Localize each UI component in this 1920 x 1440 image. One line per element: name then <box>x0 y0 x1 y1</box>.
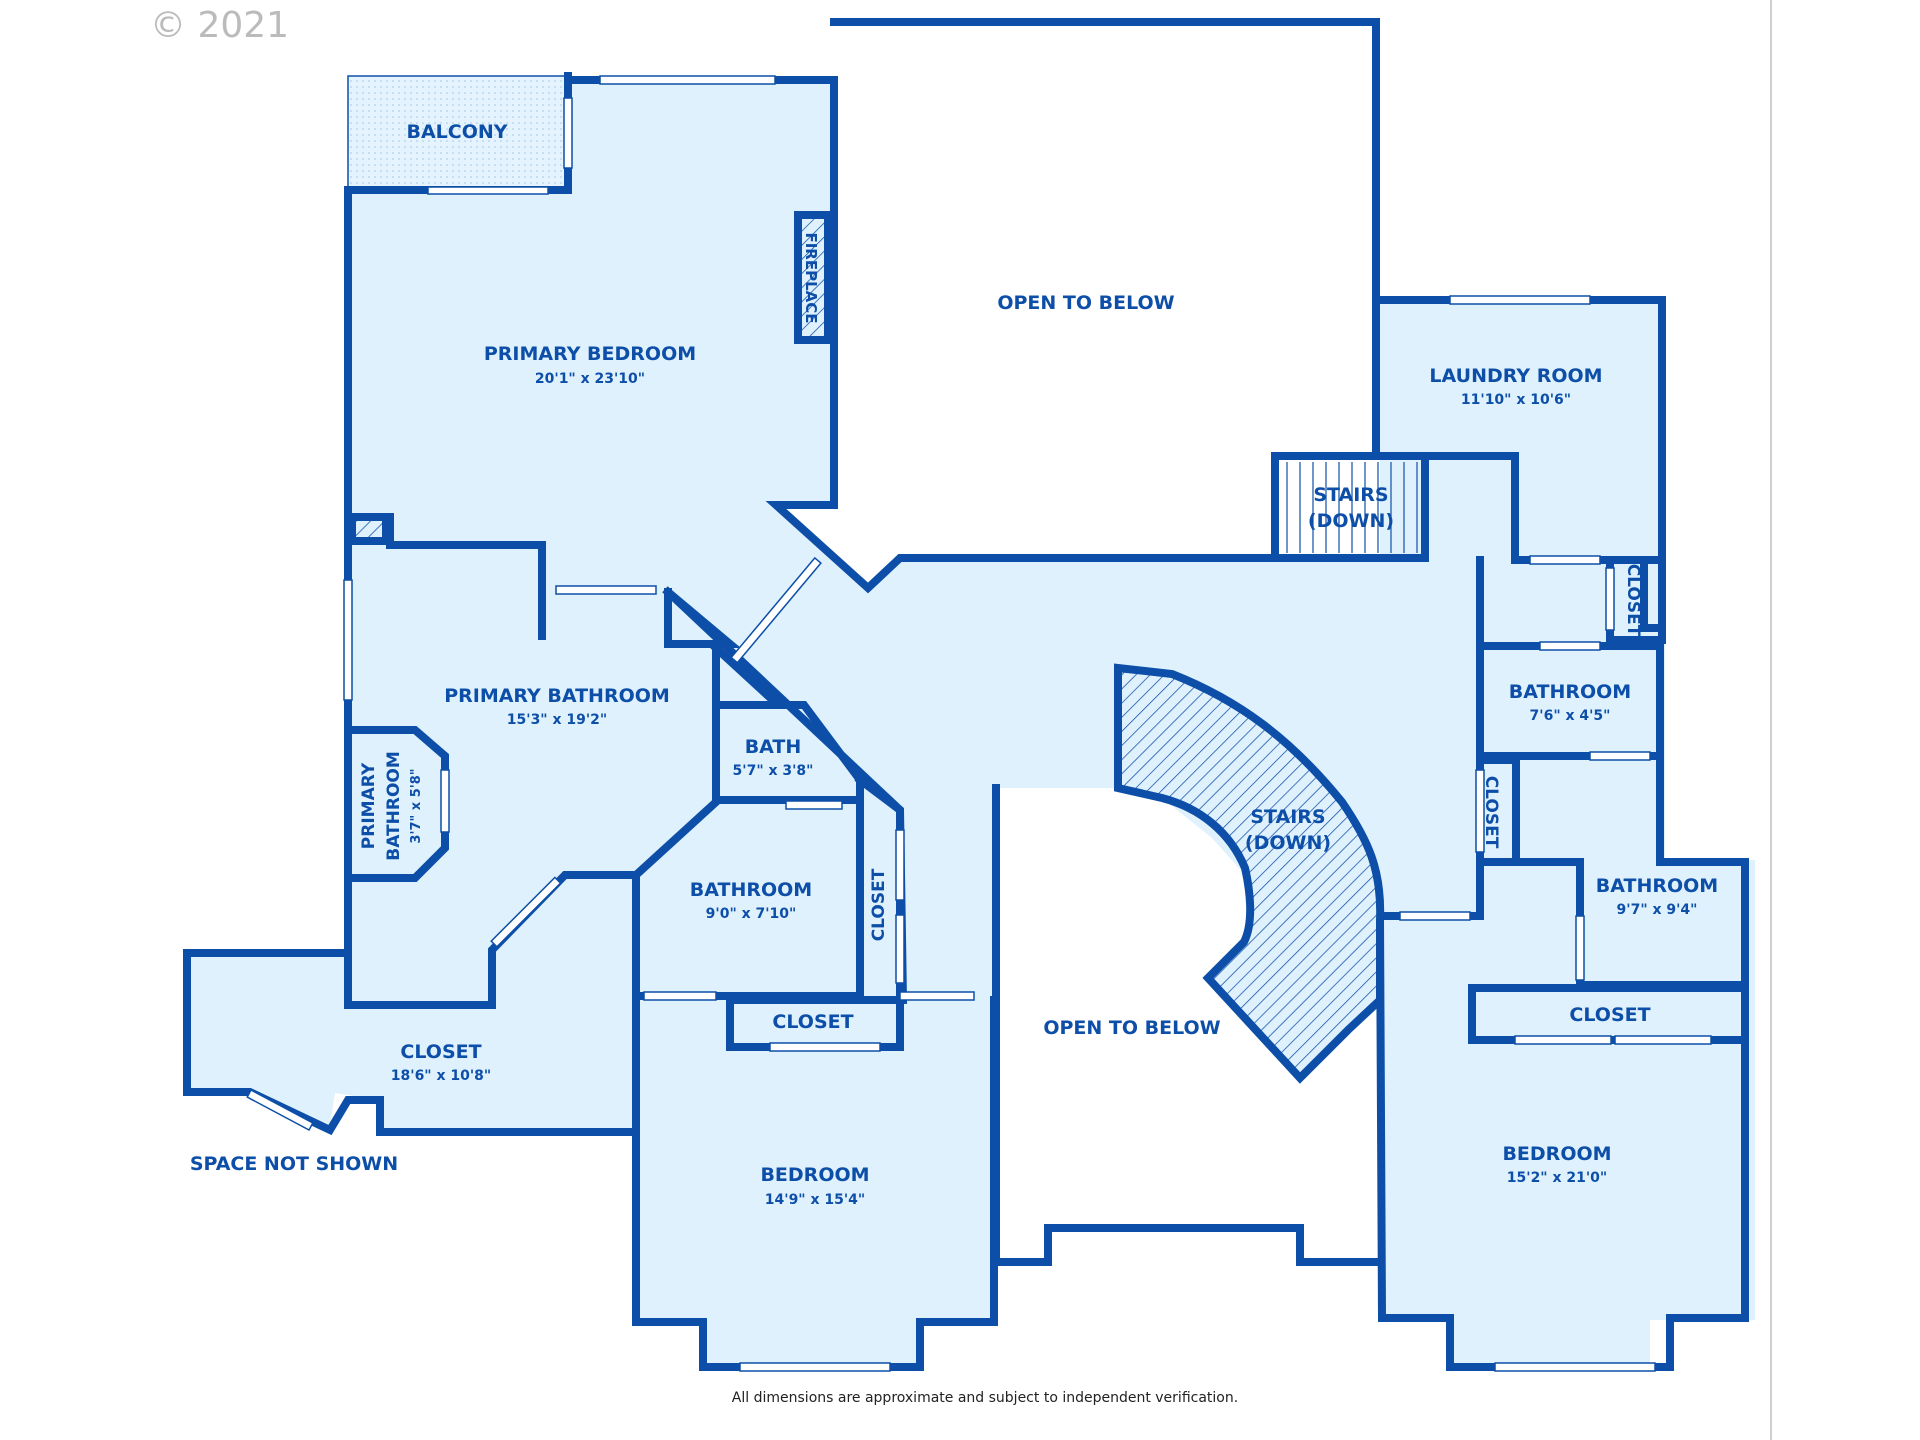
bathroom-right-top-dims: 7'6" x 4'5" <box>1530 708 1611 724</box>
bedroom-left-dims: 14'9" x 15'4" <box>765 1192 865 1208</box>
fireplace-label: FIREPLACE <box>802 232 820 323</box>
walls <box>183 18 1749 1371</box>
closet-vertical-label: CLOSET <box>869 868 889 941</box>
balcony-label: BALCONY <box>406 121 507 143</box>
bath-small-dims: 5'7" x 3'8" <box>733 763 814 779</box>
primary-bedroom-dims: 20'1" x 23'10" <box>535 371 645 387</box>
open-below-bottom-area <box>996 788 1382 1262</box>
bathroom-mid-label: BATHROOM <box>690 879 812 901</box>
bathroom-right-top-label: BATHROOM <box>1509 681 1631 703</box>
bedroom-right-label: BEDROOM <box>1502 1143 1611 1165</box>
laundry-room-label: LAUNDRY ROOM <box>1429 365 1602 387</box>
disclaimer: All dimensions are approximate and subje… <box>732 1390 1238 1406</box>
bedroom-left-label: BEDROOM <box>760 1164 869 1186</box>
closet-big-dims: 18'6" x 10'8" <box>391 1068 491 1084</box>
stairs-curved-label-2: (DOWN) <box>1245 832 1331 854</box>
space-not-shown-label: SPACE NOT SHOWN <box>190 1153 398 1175</box>
closet-big-label: CLOSET <box>400 1041 481 1063</box>
primary-bathroom-small-dims: 3'7" x 5'8" <box>409 768 424 843</box>
bath-small-label: BATH <box>745 736 802 758</box>
closet-right-mid-label: CLOSET <box>1481 776 1501 849</box>
primary-bedroom-label: PRIMARY BEDROOM <box>484 343 696 365</box>
open-below-top-area <box>776 22 1376 588</box>
copyright: © 2021 <box>150 5 289 46</box>
stairs-top-label-2: (DOWN) <box>1308 510 1394 532</box>
bathroom-right-mid-label: BATHROOM <box>1596 875 1718 897</box>
closet-small-label: CLOSET <box>772 1011 853 1033</box>
stairs-curved-label-1: STAIRS <box>1250 806 1325 828</box>
balcony-area <box>348 76 568 190</box>
laundry-room-dims: 11'10" x 10'6" <box>1461 392 1571 408</box>
open-below-bottom-label: OPEN TO BELOW <box>1043 1017 1220 1039</box>
stairs-top-label-1: STAIRS <box>1313 484 1388 506</box>
closet-right-bottom-label: CLOSET <box>1569 1004 1650 1026</box>
closet-right-top-label: CLOSET <box>1623 564 1643 637</box>
primary-bathroom-label: PRIMARY BATHROOM <box>444 685 670 707</box>
bathroom-mid-dims: 9'0" x 7'10" <box>706 906 797 922</box>
bathroom-right-mid-dims: 9'7" x 9'4" <box>1617 902 1698 918</box>
primary-bathroom-dims: 15'3" x 19'2" <box>507 712 607 728</box>
open-below-top-label: OPEN TO BELOW <box>997 292 1174 314</box>
primary-bathroom-small-label-1: PRIMARY <box>359 762 379 849</box>
windows <box>246 75 1712 1372</box>
primary-bathroom-small-label-2: BATHROOM <box>384 751 404 861</box>
bedroom-right-dims: 15'2" x 21'0" <box>1507 1170 1607 1186</box>
stairs-top-treads <box>1286 462 1418 553</box>
